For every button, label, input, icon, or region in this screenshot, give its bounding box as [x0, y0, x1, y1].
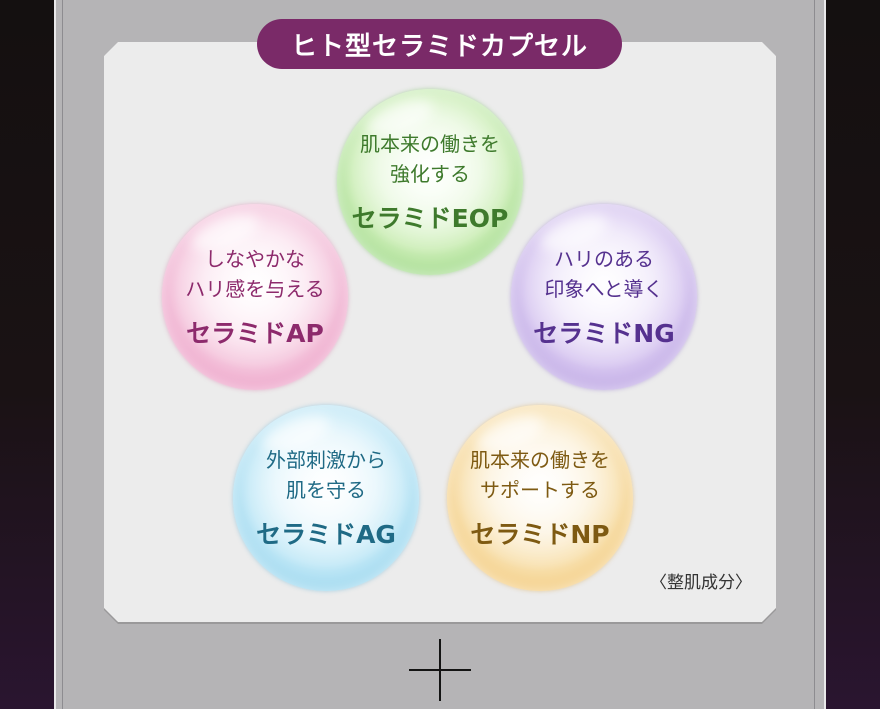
ingredient-note: 〈整肌成分〉: [650, 573, 752, 593]
bubble-ceramide-eop: 肌本来の働きを 強化する セラミドEOP: [337, 89, 523, 275]
bubble-name: セラミドNP: [470, 520, 610, 549]
bubble-ceramide-ap: しなやかな ハリ感を与える セラミドAP: [162, 204, 348, 390]
bubble-name: セラミドAG: [256, 520, 396, 549]
title-pill: ヒト型セラミドカプセル: [257, 19, 622, 69]
bubble-ceramide-np: 肌本来の働きを サポートする セラミドNP: [447, 405, 633, 591]
bubble-desc-line: 印象へと導く: [544, 277, 664, 301]
bubble-ceramide-ag: 外部刺激から 肌を守る セラミドAG: [233, 405, 419, 591]
bubble-name: セラミドEOP: [351, 204, 509, 233]
bubble-desc-line: 外部刺激から: [266, 448, 386, 472]
divider-left: [62, 0, 63, 709]
plus-icon: [409, 639, 471, 701]
bubble-ceramide-ng: ハリのある 印象へと導く セラミドNG: [511, 204, 697, 390]
bubble-desc: 肌本来の働きを 強化する: [360, 129, 500, 189]
bubble-desc-line: しなやかな: [205, 247, 305, 271]
bubble-name: セラミドNG: [533, 319, 675, 348]
bubble-desc: 外部刺激から 肌を守る: [266, 445, 386, 505]
bubble-desc-line: 強化する: [390, 162, 470, 186]
bubble-desc: ハリのある 印象へと導く: [545, 244, 664, 304]
bubble-desc-line: 肌本来の働きを: [470, 448, 610, 472]
bubble-desc-line: サポートする: [480, 478, 600, 502]
bubble-name: セラミドAP: [186, 319, 324, 348]
bubble-desc: 肌本来の働きを サポートする: [470, 445, 610, 505]
bubble-desc: しなやかな ハリ感を与える: [185, 244, 324, 304]
bubble-desc-line: 肌本来の働きを: [360, 132, 500, 156]
bubble-desc-line: ハリ感を与える: [185, 277, 325, 301]
bubble-desc-line: 肌を守る: [286, 478, 366, 502]
title-text: ヒト型セラミドカプセル: [290, 31, 588, 62]
bubble-desc-line: ハリのある: [554, 247, 654, 271]
divider-right: [814, 0, 815, 709]
